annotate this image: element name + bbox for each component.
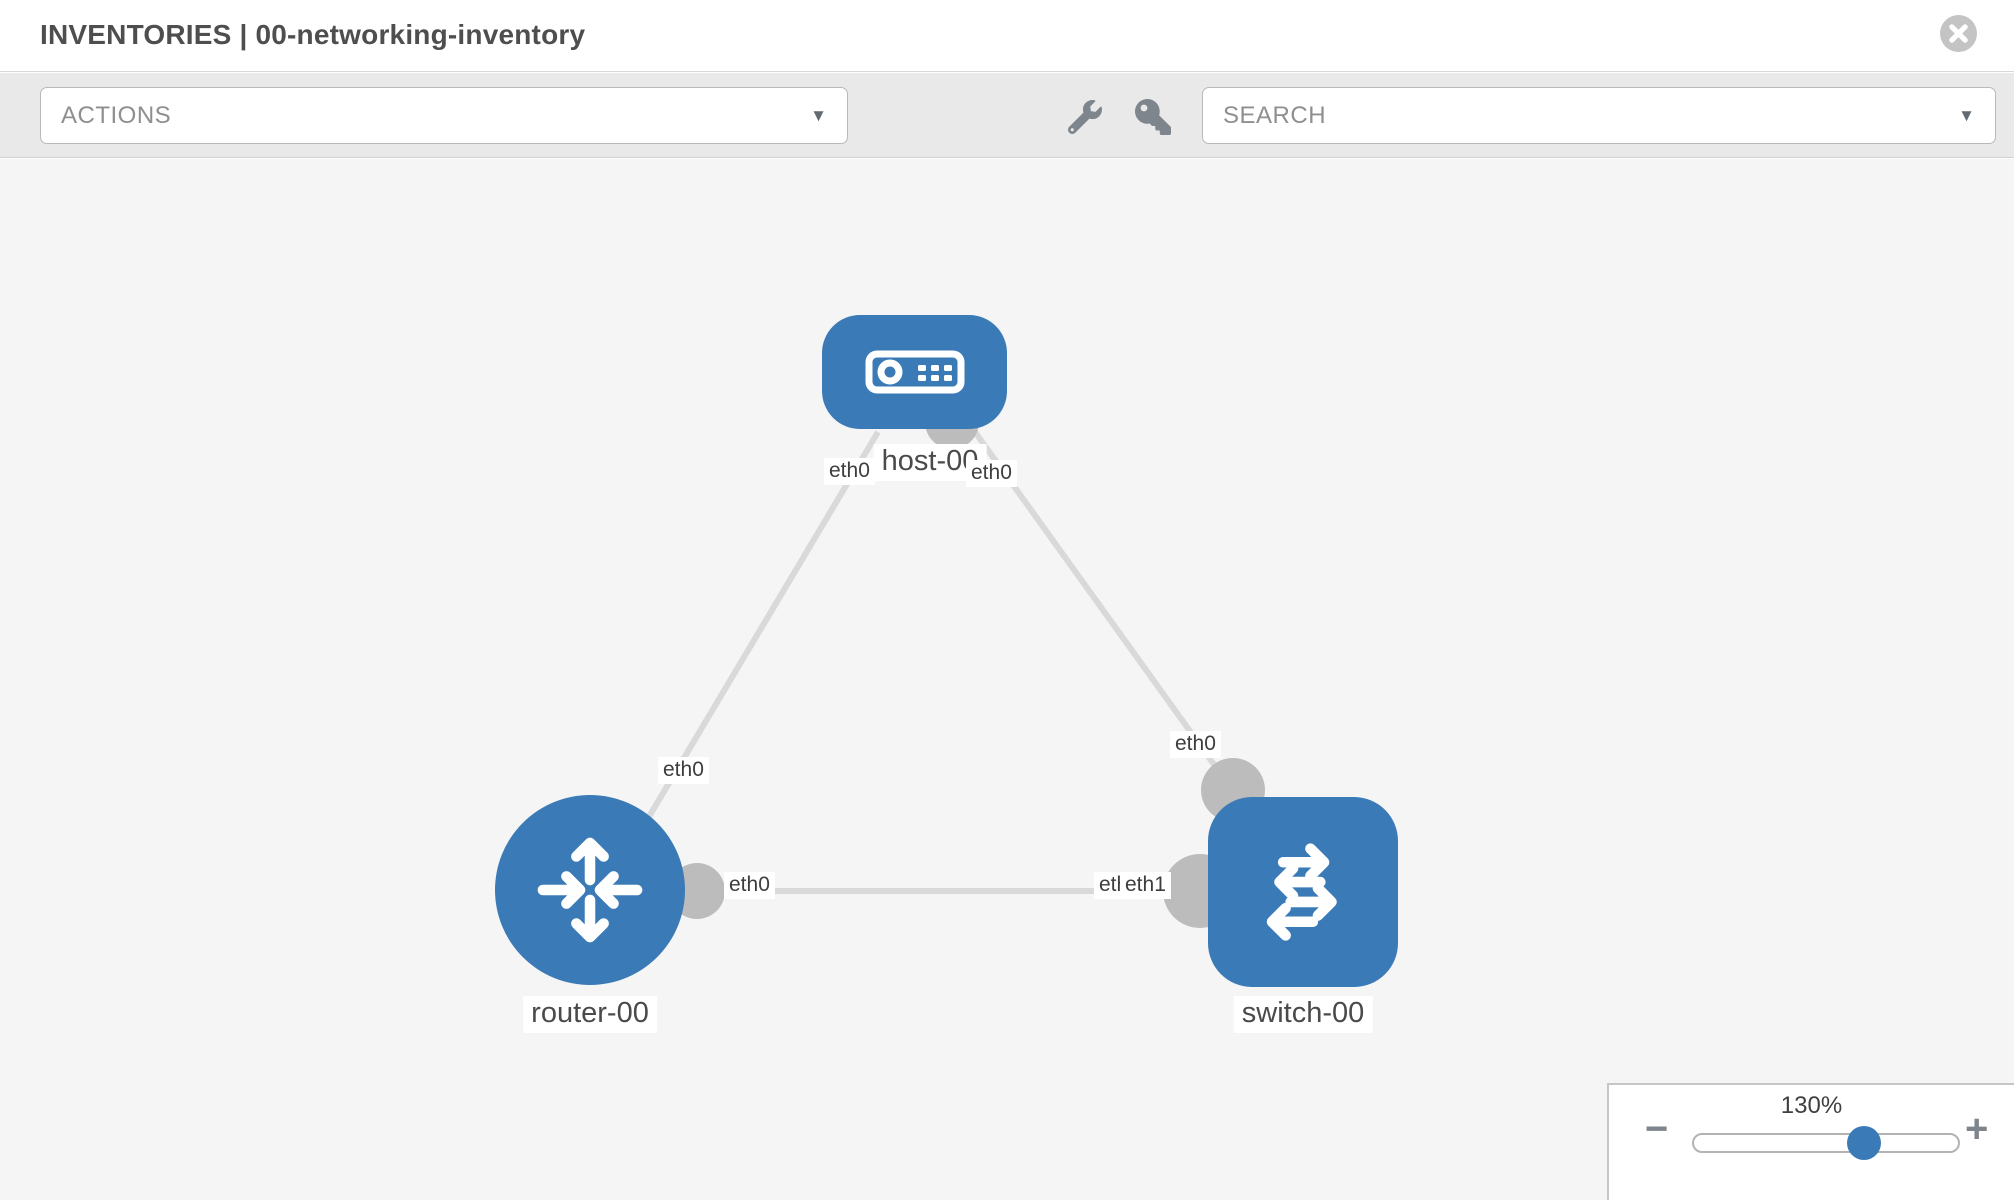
node-router-00[interactable] bbox=[495, 795, 685, 985]
search-dropdown-label: SEARCH bbox=[1223, 101, 1327, 129]
actions-dropdown-label: ACTIONS bbox=[61, 101, 172, 129]
host-icon bbox=[865, 350, 964, 394]
zoom-slider-track[interactable] bbox=[1692, 1133, 1960, 1153]
credentials-button[interactable] bbox=[1131, 97, 1175, 137]
interface-label-router-eth0: eth0 bbox=[724, 872, 775, 900]
zoom-out-button[interactable]: − bbox=[1645, 1107, 1669, 1151]
zoom-control-panel: 130% − + bbox=[1607, 1083, 2014, 1200]
router-icon bbox=[537, 837, 643, 943]
zoom-slider-thumb[interactable] bbox=[1847, 1126, 1881, 1160]
tools-button[interactable] bbox=[1063, 97, 1107, 137]
node-label-switch: switch-00 bbox=[1233, 996, 1373, 1033]
chevron-down-icon: ▼ bbox=[1958, 105, 1975, 125]
key-icon bbox=[1135, 99, 1171, 135]
page-title: INVENTORIES | 00-networking-inventory bbox=[40, 19, 586, 50]
close-button[interactable] bbox=[1940, 15, 1977, 52]
wrench-icon bbox=[1068, 100, 1102, 134]
header: INVENTORIES | 00-networking-inventory bbox=[0, 0, 2014, 72]
node-host-00[interactable] bbox=[822, 315, 1007, 429]
interface-label-router-eth0-top: eth0 bbox=[658, 757, 709, 785]
interface-label-switch-eth1: eth1 bbox=[1120, 872, 1171, 900]
zoom-level-value: 130% bbox=[1780, 1092, 1843, 1119]
topology-links-layer bbox=[597, 395, 1265, 928]
close-icon bbox=[1949, 24, 1968, 43]
topology-canvas[interactable]: host-00 router-00 switch-00 eth0 eth0 et… bbox=[0, 159, 2014, 1200]
interface-label-switch-eth0: eth0 bbox=[1170, 731, 1221, 759]
chevron-down-icon: ▼ bbox=[810, 105, 827, 125]
switch-icon bbox=[1266, 843, 1337, 941]
node-label-router: router-00 bbox=[523, 996, 657, 1033]
interface-label-host-eth0-left: eth0 bbox=[824, 458, 875, 486]
zoom-in-button[interactable]: + bbox=[1965, 1107, 1989, 1151]
interface-label-host-eth0-right: eth0 bbox=[966, 460, 1017, 488]
search-dropdown[interactable]: SEARCH ▼ bbox=[1202, 87, 1996, 144]
node-switch-00[interactable] bbox=[1208, 797, 1398, 987]
actions-dropdown[interactable]: ACTIONS ▼ bbox=[40, 87, 848, 144]
toolbar: ACTIONS ▼ SEARCH ▼ bbox=[0, 73, 2014, 158]
